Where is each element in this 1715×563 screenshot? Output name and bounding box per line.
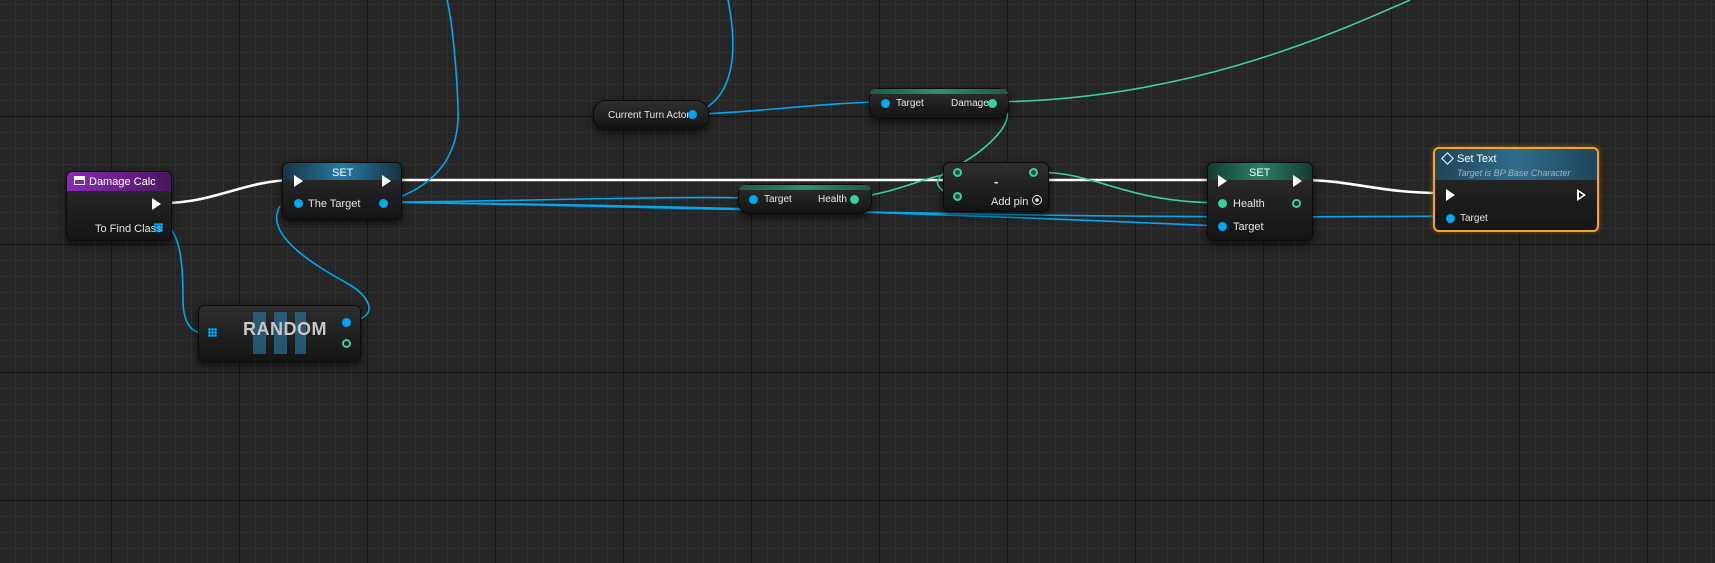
object-out-pin[interactable]: [342, 318, 351, 327]
object-wire: [169, 227, 204, 334]
random-bars-icon: [253, 312, 306, 354]
float-wire: [1034, 171, 1222, 204]
actor-out-pin[interactable]: [688, 110, 697, 119]
pin-label: Health: [818, 194, 847, 205]
node-title: Set Text: [1457, 153, 1497, 165]
target-in-pin[interactable]: [1446, 214, 1455, 223]
object-wire: [383, 196, 755, 203]
result-out-pin[interactable]: [1029, 168, 1038, 177]
exec-in-pin[interactable]: [294, 175, 303, 187]
exec-out-pin[interactable]: [152, 198, 161, 210]
pin-label: Health: [1233, 198, 1265, 210]
exec-out-pin[interactable]: [1293, 175, 1302, 187]
pin-label: Damage: [951, 98, 989, 109]
operator-label: -: [994, 174, 999, 189]
node-subtitle: Target is BP Base Character: [1457, 168, 1571, 178]
pin-label: Target: [1233, 221, 1264, 233]
object-wire: [276, 205, 370, 322]
current-turn-actor-node[interactable]: Current Turn Actor: [593, 100, 709, 130]
pin-label: Target: [764, 194, 792, 205]
set-text-node[interactable]: Set Text Target is BP Base Character Tar…: [1433, 147, 1599, 232]
function-icon: [74, 176, 85, 185]
node-title: RANDOM: [243, 319, 327, 339]
target-out-pin[interactable]: [379, 199, 388, 208]
array-pin-icon[interactable]: [154, 223, 163, 232]
health-out-pin[interactable]: [1292, 199, 1301, 208]
target-in-pin[interactable]: [294, 199, 303, 208]
b-in-pin[interactable]: [953, 192, 962, 201]
index-out-pin[interactable]: [342, 339, 351, 348]
subtract-node[interactable]: - Add pin: [943, 162, 1049, 212]
damage-calc-node[interactable]: Damage Calc To Find Class: [66, 171, 172, 241]
get-health-node[interactable]: Target Health: [738, 184, 872, 214]
exec-wire: [1301, 178, 1441, 195]
add-pin-icon[interactable]: [1032, 195, 1042, 205]
target-in-pin[interactable]: [1218, 222, 1227, 231]
exec-in-pin[interactable]: [1446, 189, 1455, 201]
node-header: [1208, 163, 1312, 180]
node-title: SET: [1249, 167, 1271, 179]
damage-out-pin[interactable]: [988, 99, 997, 108]
object-wire: [383, 0, 459, 203]
float-wire: [991, 0, 1411, 103]
set-health-node[interactable]: SET Health Target: [1207, 162, 1313, 241]
set-target-node[interactable]: SET The Target: [282, 162, 402, 220]
node-header: [870, 89, 1008, 94]
node-header: [283, 163, 401, 180]
a-in-pin[interactable]: [953, 168, 962, 177]
random-node[interactable]: RANDOM: [198, 305, 361, 362]
exec-in-pin[interactable]: [1218, 175, 1227, 187]
object-wire: [691, 0, 734, 115]
node-title: Damage Calc: [89, 176, 156, 188]
health-in-pin[interactable]: [1218, 199, 1227, 208]
object-wire: [691, 101, 885, 115]
exec-out-pin[interactable]: [382, 175, 391, 187]
node-label: Current Turn Actor: [608, 110, 690, 121]
add-pin-label[interactable]: Add pin: [991, 196, 1029, 208]
array-pin-icon[interactable]: [208, 328, 217, 337]
pin-label: Target: [896, 98, 924, 109]
target-in-pin[interactable]: [749, 195, 758, 204]
pin-label: The Target: [308, 198, 361, 210]
node-header: [1435, 149, 1597, 180]
node-header: [67, 172, 171, 191]
node-header: [739, 185, 871, 190]
exec-out-pin[interactable]: [1577, 189, 1586, 201]
exec-wire: [163, 178, 296, 205]
node-title: SET: [332, 167, 354, 179]
target-in-pin[interactable]: [881, 99, 890, 108]
get-damage-node[interactable]: Target Damage: [869, 88, 1009, 119]
pin-label: Target: [1460, 213, 1488, 224]
pin-label: To Find Class: [95, 223, 162, 235]
health-out-pin[interactable]: [850, 195, 859, 204]
